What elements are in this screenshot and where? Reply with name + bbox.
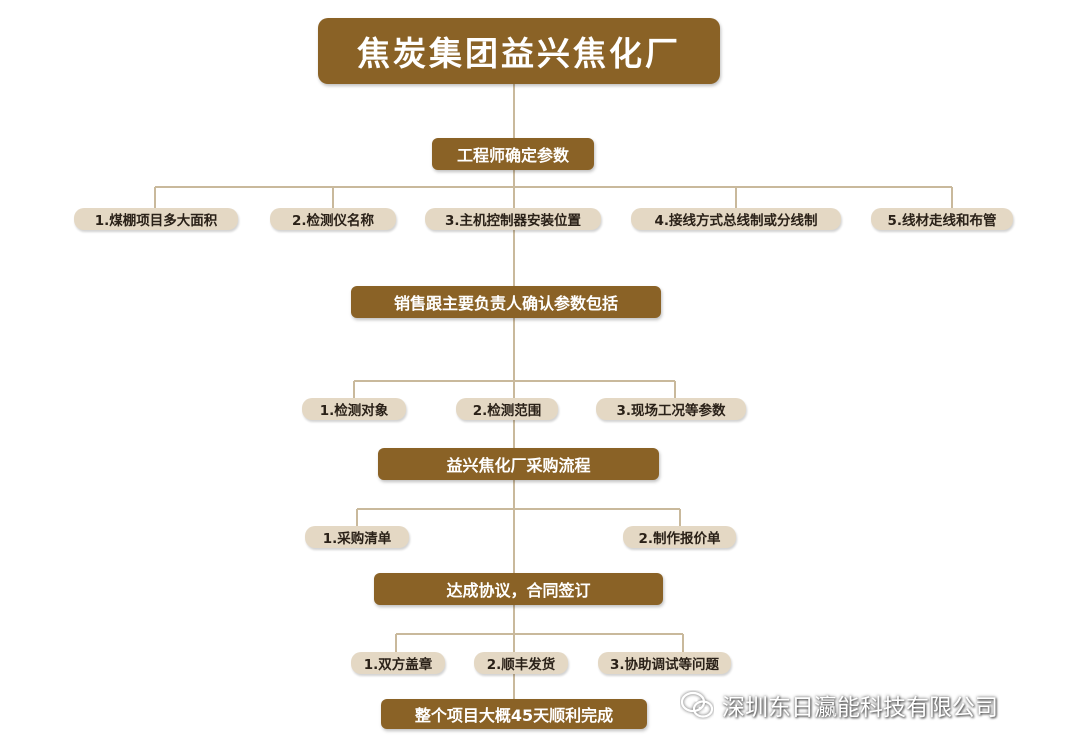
procurement-item-1: 1.采购清单: [305, 526, 409, 548]
step-procurement: 益兴焦化厂采购流程: [378, 448, 659, 480]
step-completion: 整个项目大概45天顺利完成: [381, 699, 647, 729]
step-contract: 达成协议，合同签订: [374, 573, 663, 605]
sales-item-1: 1.检测对象: [302, 398, 406, 420]
engineer-item-1: 1.煤棚项目多大面积: [74, 208, 238, 230]
contract-item-1: 1.双方盖章: [351, 652, 445, 674]
engineer-item-4: 4.接线方式总线制或分线制: [631, 208, 841, 230]
watermark: 深圳东日瀛能科技有限公司: [680, 688, 998, 722]
engineer-item-3: 3.主机控制器安装位置: [425, 208, 601, 230]
engineer-item-5: 5.线材走线和布管: [871, 208, 1013, 230]
sales-item-2: 2.检测范围: [456, 398, 558, 420]
contract-item-2: 2.顺丰发货: [474, 652, 568, 674]
procurement-item-2: 2.制作报价单: [623, 526, 736, 548]
contract-item-3: 3.协助调试等问题: [598, 652, 731, 674]
engineer-item-2: 2.检测仪名称: [270, 208, 396, 230]
sales-item-3: 3.现场工况等参数: [596, 398, 746, 420]
step-engineer-params: 工程师确定参数: [432, 138, 594, 170]
diagram-title: 焦炭集团益兴焦化厂: [318, 18, 720, 84]
watermark-company: 深圳东日瀛能科技有限公司: [722, 695, 998, 721]
wechat-icon: [680, 691, 714, 718]
step-sales-confirm: 销售跟主要负责人确认参数包括: [351, 286, 661, 318]
